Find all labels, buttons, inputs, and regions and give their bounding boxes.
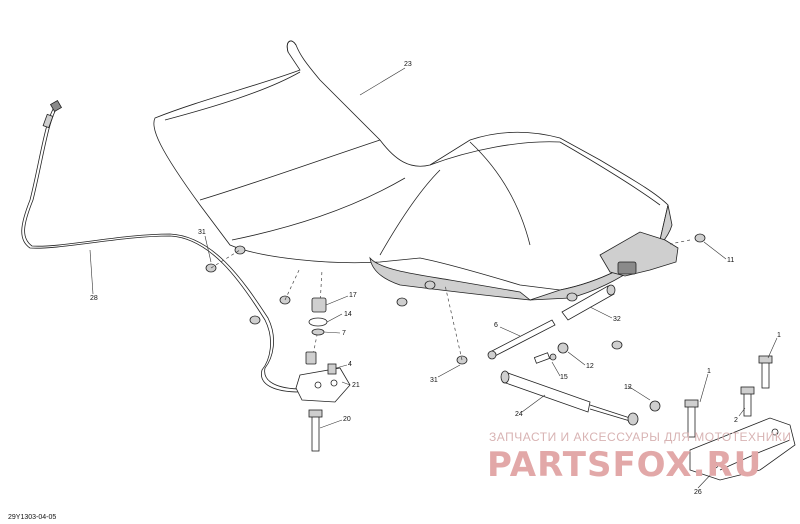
callout-32: 32 [613,316,621,323]
callout-24: 24 [515,411,523,418]
callout-7: 7 [342,330,346,337]
watermark-tagline: ЗАПЧАСТИ И АКСЕССУАРЫ ДЛЯ МОТОТЕХНИКИ [489,430,791,444]
callout-15: 15 [560,374,568,381]
watermark-brand: PARTSFOX.RU [487,445,762,485]
callout-23: 23 [404,61,412,68]
tube-32 [561,284,616,321]
callout-21: 21 [352,382,360,389]
callout-31: 31 [198,229,206,236]
callout-6: 6 [494,322,498,329]
watermark: ЗАПЧАСТИ И АКСЕССУАРЫ ДЛЯ МОТОТЕХНИКИ PA… [487,430,791,485]
rod [487,319,556,360]
callout-4: 4 [348,361,352,368]
callout-11: 11 [727,257,734,264]
callout-12: 12 [586,363,594,370]
callout-20: 20 [343,416,351,423]
seat-assembly [153,40,679,301]
callout-26: 26 [694,489,702,496]
release-cable [21,99,303,393]
drawing-code: 29Y1303-04-05 [8,514,56,521]
callout-28: 28 [90,295,98,302]
latch-assembly [295,297,351,452]
mounting-bracket [684,355,796,481]
callout-labels: 23 31 28 17 14 7 4 21 20 11 32 6 12 15 3… [90,61,781,496]
callout-14: 14 [344,311,352,318]
callout-2: 2 [734,417,738,424]
callout-1: 1 [707,368,711,375]
callout-12-lower: 12 [624,384,632,391]
leader-lines [89,67,778,489]
gas-strut [500,370,639,426]
callout-17: 17 [349,292,357,299]
callout-31-lower: 31 [430,377,438,384]
hardware-nuts [533,342,661,412]
callout-1-right: 1 [777,332,781,339]
